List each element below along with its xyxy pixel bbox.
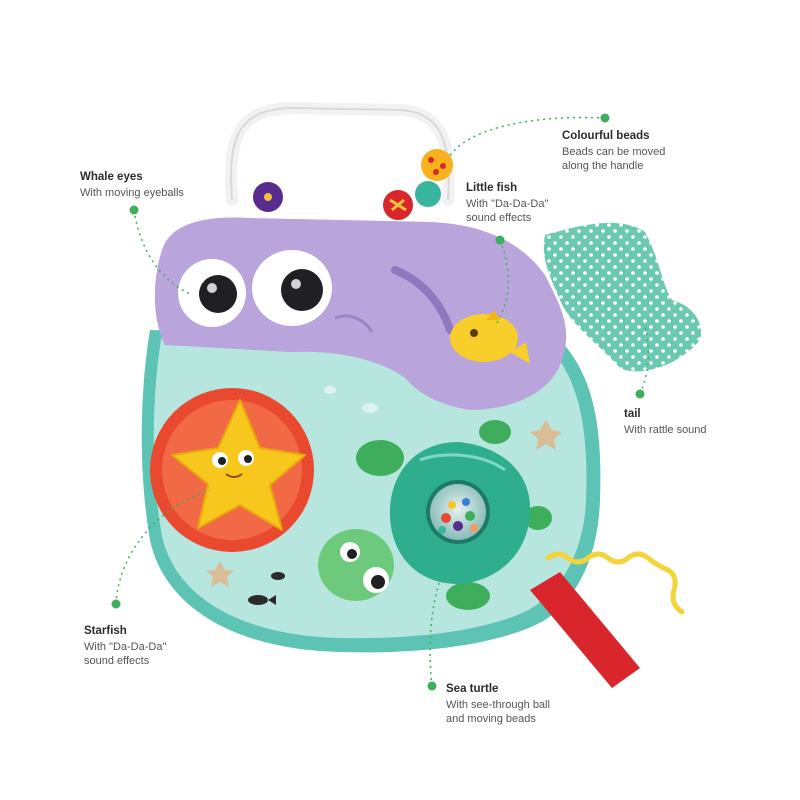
callout-dots: [111, 113, 645, 691]
callout-sea-turtle: Sea turtle With see-through ball and mov…: [446, 683, 596, 726]
callout-little-fish: Little fish With "Da-Da-Da" sound effect…: [466, 182, 596, 225]
beads: [253, 149, 453, 220]
little-fish: [450, 310, 530, 364]
callout-desc: sound effects: [84, 655, 150, 667]
callout-title: Sea turtle: [446, 683, 499, 695]
callout-title: Whale eyes: [80, 171, 143, 183]
callout-whale-eyes: Whale eyes With moving eyeballs: [80, 171, 230, 200]
callout-leaders: [115, 116, 650, 687]
callout-desc: With "Da-Da-Da": [84, 641, 167, 653]
tail-fabric: [543, 222, 701, 372]
callout-title: tail: [624, 408, 641, 420]
callout-desc: sound effects: [466, 212, 532, 224]
callout-desc: With moving eyeballs: [80, 187, 184, 199]
callout-desc: With "Da-Da-Da": [466, 198, 549, 210]
ribbons: [530, 551, 685, 688]
whale-head: [154, 217, 567, 410]
turtle-print: [318, 420, 552, 610]
callout-title: Little fish: [466, 182, 518, 194]
callout-desc: and moving beads: [446, 713, 536, 725]
callout-desc: With rattle sound: [624, 424, 707, 436]
callout-desc: along the handle: [562, 160, 644, 172]
callout-title: Starfish: [84, 625, 127, 637]
sea-decor: [206, 386, 562, 587]
sea-turtle-shell: [389, 442, 531, 584]
callout-colourful-beads: Colourful beads Beads can be moved along…: [562, 130, 722, 173]
callout-desc: Beads can be moved: [562, 146, 666, 158]
whale-eyes: [178, 250, 332, 327]
callout-starfish: Starfish With "Da-Da-Da" sound effects: [84, 625, 214, 668]
callout-title: Colourful beads: [562, 130, 650, 142]
starfish-disc: [150, 388, 314, 552]
callout-desc: With see-through ball: [446, 699, 550, 711]
callout-tail: tail With rattle sound: [624, 408, 754, 437]
tiny-fish: [248, 572, 285, 605]
